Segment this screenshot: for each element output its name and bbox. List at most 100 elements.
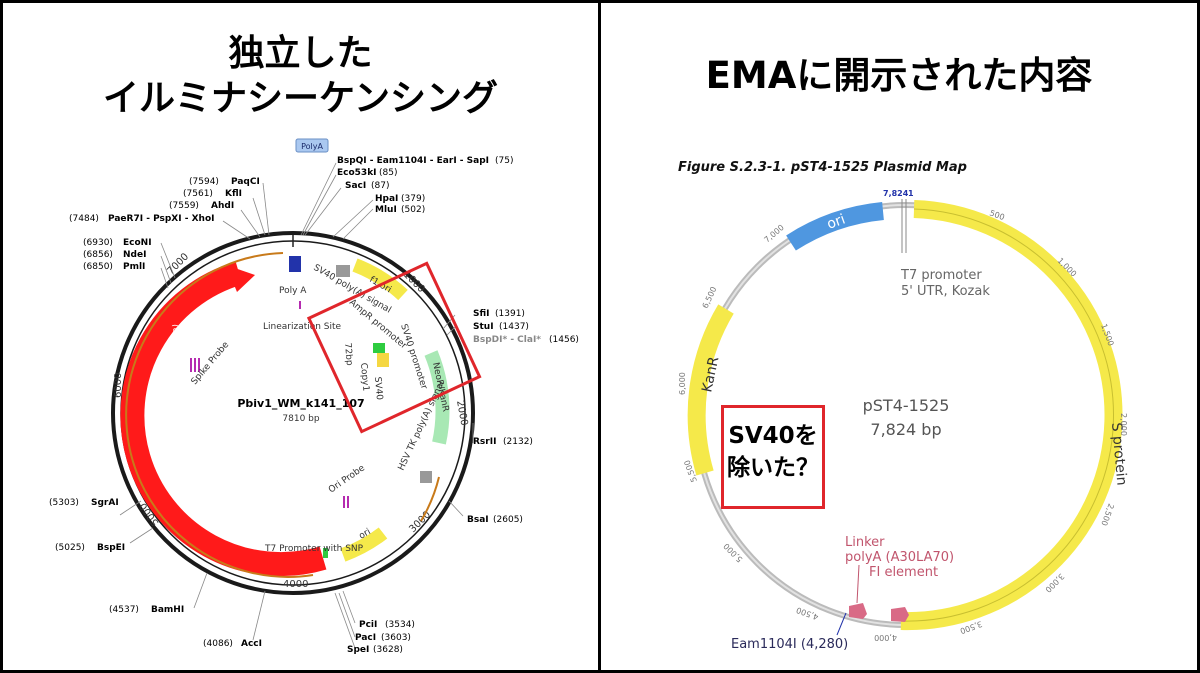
copy1-label: Copy1 — [358, 362, 370, 391]
site-pos: (6930) — [83, 238, 113, 248]
ema-plasmid-map: Figure S.2.3-1. pST4-1525 Plasmid Map S … — [678, 160, 1129, 652]
poly-a-label: Poly A — [279, 286, 307, 296]
site-pos: (87) — [371, 181, 389, 191]
copy1-yellow-box — [377, 353, 389, 367]
right-map-name: pST4-1525 — [863, 396, 950, 415]
kanr-feature — [687, 304, 734, 476]
right-map-size: 7,824 bp — [870, 420, 941, 439]
left-map-size: 7810 bp — [282, 414, 319, 424]
site-name: PaeR7I - PspXI - XhoI — [108, 214, 214, 224]
site-pos: (4537) — [109, 605, 139, 615]
site-name: KflI — [225, 189, 242, 199]
origin-label: 7,824 — [883, 189, 909, 198]
fi-element-label: FI element — [869, 565, 938, 580]
site-pos: (1391) — [495, 309, 525, 319]
ori-feature — [786, 202, 885, 251]
hsv-box — [420, 471, 432, 483]
site-name: HpaI — [375, 194, 398, 204]
site-name: SacI — [345, 181, 366, 191]
origin-one-label: 1 — [908, 189, 914, 198]
illumina-plasmid-map: 7000 1000 6000 2000 5000 3000 4000 Spike… — [49, 138, 579, 655]
site-name: SgrAI — [91, 498, 119, 508]
site-pos: (1437) — [499, 322, 529, 332]
tick-label: 2000 — [454, 400, 469, 427]
utr-kozak-label: 5' UTR, Kozak — [901, 284, 990, 299]
tick-label: 4,000 — [874, 633, 897, 642]
right-panel: EMAに開示された内容 Figure S.2.3-1. pST4-1525 Pl… — [598, 0, 1200, 673]
left-map-name: Pbiv1_WM_k141_107 — [237, 397, 364, 410]
leader-lines — [119, 162, 474, 649]
site-name: SfiI — [473, 309, 490, 319]
site-name: BamHI — [151, 605, 184, 615]
site-name: Eco53kI — [337, 168, 377, 178]
site-name: PciI — [359, 620, 377, 630]
site-pos: (379) — [401, 194, 425, 204]
site-pos: (1456) — [549, 335, 579, 345]
spike-omicron-feature — [120, 261, 327, 577]
eam-label: Eam1104I (4,280) — [731, 637, 848, 652]
linearization-label: Linearization Site — [263, 322, 342, 332]
probe-marks — [190, 301, 349, 508]
site-pos: (2605) — [493, 515, 523, 525]
site-name: EcoNI — [123, 238, 152, 248]
left-panel-title: 独立した イルミナシーケンシング — [3, 31, 598, 121]
copy1-green-box — [373, 343, 385, 353]
left-title-line2: イルミナシーケンシング — [103, 78, 498, 119]
tick-label: 6,000 — [678, 372, 687, 395]
linker-leader — [856, 564, 860, 604]
sv40-removed-callout: SV40を 除いた？ — [721, 405, 825, 509]
site-pos: (6856) — [83, 250, 113, 260]
site-pos: (6850) — [83, 262, 113, 272]
t7-promoter-label: T7 promoter — [900, 268, 982, 283]
left-panel: 独立した イルミナシーケンシング 7000 1000 6000 2000 500… — [0, 0, 601, 673]
ori-label: ori — [825, 211, 848, 232]
site-name: RsrII — [473, 437, 496, 447]
site-name: SpeI — [347, 645, 369, 655]
tick-label: 2,000 — [1119, 413, 1128, 436]
site-pos: (5025) — [55, 543, 85, 553]
callout-line2: 除いた？ — [727, 455, 819, 482]
site-pos: (3628) — [373, 645, 403, 655]
site-name: BspQI - Eam1104I - EarI - SapI — [337, 156, 489, 166]
linker-label: Linker — [845, 535, 885, 550]
site-name: MluI — [375, 205, 397, 215]
site-name: NdeI — [123, 250, 146, 260]
t7-snp-box — [323, 548, 328, 558]
ori-feature — [340, 527, 388, 562]
ori-probe-label: Ori Probe — [327, 463, 367, 495]
tick-label: 6000 — [113, 373, 124, 398]
polya-feature — [849, 603, 867, 619]
site-pos: (7484) — [69, 214, 99, 224]
site-name: AccI — [241, 639, 262, 649]
tick-label: 6,500 — [701, 285, 719, 310]
s-protein-label: S protein — [1108, 422, 1129, 486]
sv40-promoter-label: SV40 promoter — [398, 323, 429, 391]
eam-leader — [836, 612, 847, 636]
spike-arrowhead — [226, 265, 255, 292]
site-pos: (2132) — [503, 437, 533, 447]
site-pos: (7559) — [169, 201, 199, 211]
sv40-label: SV40 — [372, 376, 384, 400]
tick-label: 4000 — [283, 579, 308, 590]
site-name: PacI — [355, 633, 376, 643]
site-name: PaqCI — [231, 177, 260, 187]
polya-top-label: PolyA — [301, 142, 323, 151]
right-panel-title: EMAに開示された内容 — [705, 54, 1093, 97]
site-pos: (3534) — [385, 620, 415, 630]
orange-arrow-arc — [420, 476, 440, 522]
site-pos: (3603) — [381, 633, 411, 643]
orange-arrow-arc — [125, 252, 314, 578]
sv40-highlight-box — [306, 261, 482, 434]
site-name: PmlI — [123, 262, 145, 272]
polya-label: polyA (A30LA70) — [845, 550, 954, 565]
site-name: StuI — [473, 322, 494, 332]
neor-feature — [424, 350, 450, 445]
f1-ori-feature — [352, 258, 408, 301]
site-pos: (7594) — [189, 177, 219, 187]
site-pos: (5303) — [49, 498, 79, 508]
site-pos: (4086) — [203, 639, 233, 649]
callout-line1: SV40を — [728, 423, 818, 449]
site-pos: (85) — [379, 168, 397, 178]
site-name: AhdI — [211, 201, 234, 211]
site-pos: (7561) — [183, 189, 213, 199]
